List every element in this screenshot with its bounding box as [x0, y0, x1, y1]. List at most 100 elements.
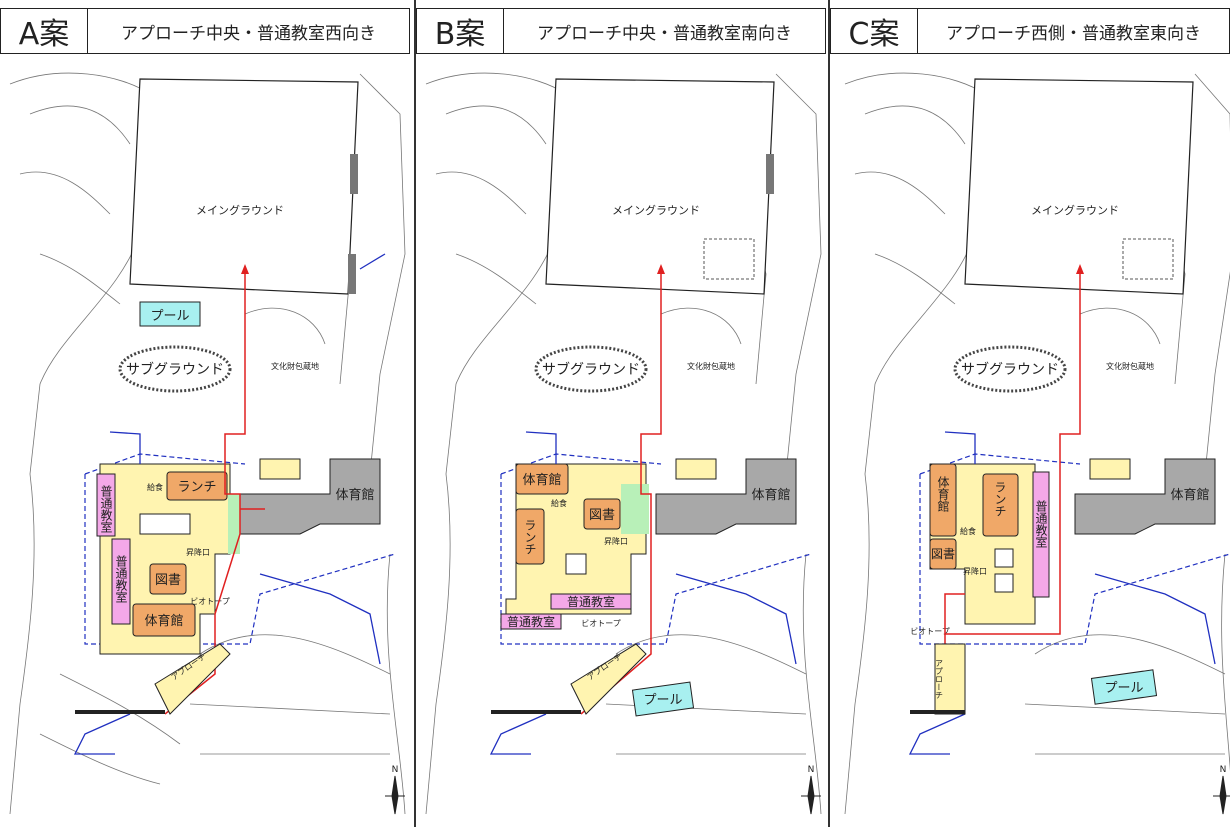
biotope-label: ビオトープ [910, 627, 950, 636]
annex [675, 458, 717, 480]
lunch-room [982, 473, 1019, 537]
panel-b-map: メイングラウンド サブグラウンド 文化財包蔵地 体育館 ランチ 図書 普通教室 … [425, 72, 822, 815]
main-ground-label: メイングラウンド [196, 203, 284, 217]
classroom-block-2 [500, 613, 562, 630]
blue-route-2 [1094, 573, 1216, 665]
lunch-room [166, 471, 228, 501]
sub-ground-label: サブグラウンド [126, 361, 224, 378]
tennis-court [703, 238, 755, 280]
main-ground-label: メイングラウンド [1031, 203, 1119, 217]
north-label: N [808, 765, 815, 775]
lunch-room [515, 508, 545, 565]
annex [259, 458, 301, 480]
library-label: 図書 [931, 547, 955, 561]
north-arrow-icon [801, 775, 821, 815]
classroom-label-2: 普通教室 [507, 614, 555, 629]
pool [631, 681, 695, 717]
tennis-court [1122, 238, 1174, 280]
north-arrow-icon [385, 775, 405, 815]
bunka-label: 文化財包蔵地 [687, 361, 735, 371]
bunka-label: 文化財包蔵地 [1106, 361, 1154, 371]
blue-route-3 [908, 713, 966, 755]
blue-route-3 [73, 713, 131, 755]
blue-route-2 [675, 573, 797, 665]
blue-route-1 [944, 431, 976, 464]
gym-label: 体育館 [144, 613, 183, 629]
panel-a-map: メイングラウンド サブグラウンド 文化財包蔵地 プール 普通教室 普通教室 ラン… [9, 72, 406, 815]
annex [1089, 458, 1131, 480]
north-arrow-icon [1213, 775, 1230, 815]
sub-ground-label: サブグラウンド [542, 361, 640, 378]
classroom-label-1: 普通教室 [1034, 500, 1048, 548]
panel-c: C案 アプローチ西側・普通教室東向き メイングラウンド サブグラウンド 文化財包… [830, 0, 1230, 827]
red-route [580, 269, 662, 715]
existing-gym-label: 体育館 [1170, 487, 1209, 503]
pool [1090, 669, 1158, 705]
sub-track [534, 345, 648, 393]
separator-1 [414, 0, 416, 827]
main-ground [545, 78, 775, 295]
panel-c-letter: C案 [830, 8, 918, 54]
approach-label: アプローチ [935, 659, 944, 699]
main-ground [129, 78, 359, 295]
courtyard [994, 548, 1014, 568]
entrance-label: 昇降口 [604, 536, 628, 546]
blue-route-3 [489, 713, 547, 755]
gym-label: 体育館 [936, 476, 950, 512]
blue-route-4 [359, 253, 386, 270]
biotope-label: ビオトープ [190, 597, 230, 606]
panel-a-letter: A案 [0, 8, 88, 54]
site-base [9, 72, 406, 815]
gym-new [132, 603, 196, 637]
existing-gym-label: 体育館 [335, 487, 374, 503]
courtyard-2 [994, 573, 1014, 593]
sub-track [953, 345, 1067, 393]
kyushoku-label: 給食 [147, 482, 163, 492]
panel-a: A案 アプローチ中央・普通教室西向き メイングラウンド サブグラウンド 文化財包… [0, 0, 410, 827]
courtyard [139, 513, 191, 535]
main-ground [964, 78, 1194, 295]
approach [154, 643, 231, 715]
panel-a-title: アプローチ中央・普通教室西向き [87, 8, 410, 54]
pool-label: プール [1104, 681, 1143, 696]
shed [350, 154, 358, 194]
blue-route-1 [525, 431, 557, 464]
gym-new [929, 463, 957, 537]
entrance-label: 昇降口 [186, 547, 210, 557]
lunch-label: ランチ [177, 480, 216, 495]
gym-new [515, 463, 569, 495]
library-label: 図書 [155, 573, 181, 588]
biotope-label: ビオトープ [581, 619, 621, 628]
entrance-label: 昇降口 [963, 566, 987, 576]
classroom-block-1 [550, 593, 632, 610]
main-ground-label: メイングラウンド [612, 203, 700, 217]
site-base [425, 72, 822, 815]
classroom-block-1 [1032, 471, 1050, 598]
lunch-label: ランチ [523, 519, 537, 555]
library [149, 563, 187, 595]
classroom-block-1 [96, 473, 116, 537]
lunch-label: ランチ [993, 481, 1007, 517]
panel-c-title: アプローチ西側・普通教室東向き [917, 8, 1230, 54]
existing-gym [1074, 458, 1216, 535]
panel-c-map: メイングラウンド サブグラウンド 文化財包蔵地 体育館 図書 ランチ 普通教室 … [844, 72, 1230, 815]
library-label: 図書 [589, 508, 615, 523]
separator-2 [828, 0, 830, 827]
green-area [228, 494, 240, 554]
red-arrow-head [241, 264, 249, 274]
pool-label: プール [643, 693, 682, 708]
shed-2 [348, 254, 356, 294]
panel-b: B案 アプローチ中央・普通教室南向き メイングラウンド サブグラウンド 文化財包… [416, 0, 826, 827]
green-area [621, 484, 649, 534]
existing-gym [655, 458, 797, 535]
classroom-block-2 [111, 538, 131, 625]
north-label: N [1220, 765, 1227, 775]
courtyard [565, 553, 587, 575]
pool-label: プール [150, 309, 189, 324]
existing-gym [239, 458, 381, 535]
red-route [944, 269, 1081, 635]
classroom-label-2: 普通教室 [114, 555, 128, 603]
bunka-label: 文化財包蔵地 [271, 361, 319, 371]
sub-ground-label: サブグラウンド [961, 361, 1059, 378]
